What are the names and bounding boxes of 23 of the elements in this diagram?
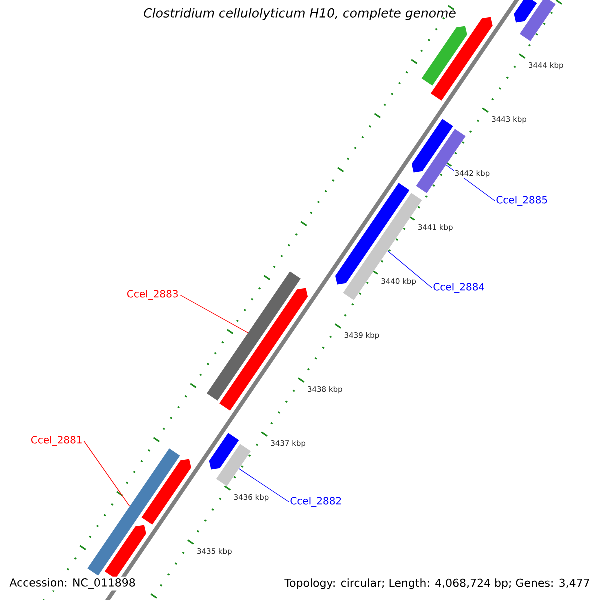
leader-line — [180, 294, 248, 334]
gene-feature — [220, 288, 308, 411]
gene-bar — [88, 448, 180, 576]
gene-feature — [514, 0, 538, 23]
gene-bar — [520, 0, 556, 42]
accession-label: Accession: NC_011898 — [8, 576, 138, 591]
title: Clostridium cellulolyticum H10, complete genome — [144, 8, 456, 20]
genome-info: Topology: circular; Length: 4,068,724 bp; Genes: 3,477 — [283, 577, 592, 591]
gene-feature — [209, 433, 240, 470]
gene-bar — [207, 272, 301, 401]
gene-label: Ccel_2883 — [128, 290, 178, 300]
gene-label: Ccel_2885 — [496, 196, 548, 206]
gene-label: Ccel_2884 — [434, 283, 484, 293]
gene-label: Ccel_2881 — [32, 436, 82, 446]
gene-label: Ccel_2882 — [290, 497, 342, 507]
gene-feature — [412, 119, 454, 173]
gene-bar — [216, 444, 252, 486]
gene-feature — [422, 26, 468, 86]
leader-line — [238, 468, 290, 502]
gene-feature — [104, 525, 146, 579]
leader-line — [84, 440, 130, 507]
leader-line — [388, 250, 432, 288]
gene-feature — [142, 459, 192, 525]
